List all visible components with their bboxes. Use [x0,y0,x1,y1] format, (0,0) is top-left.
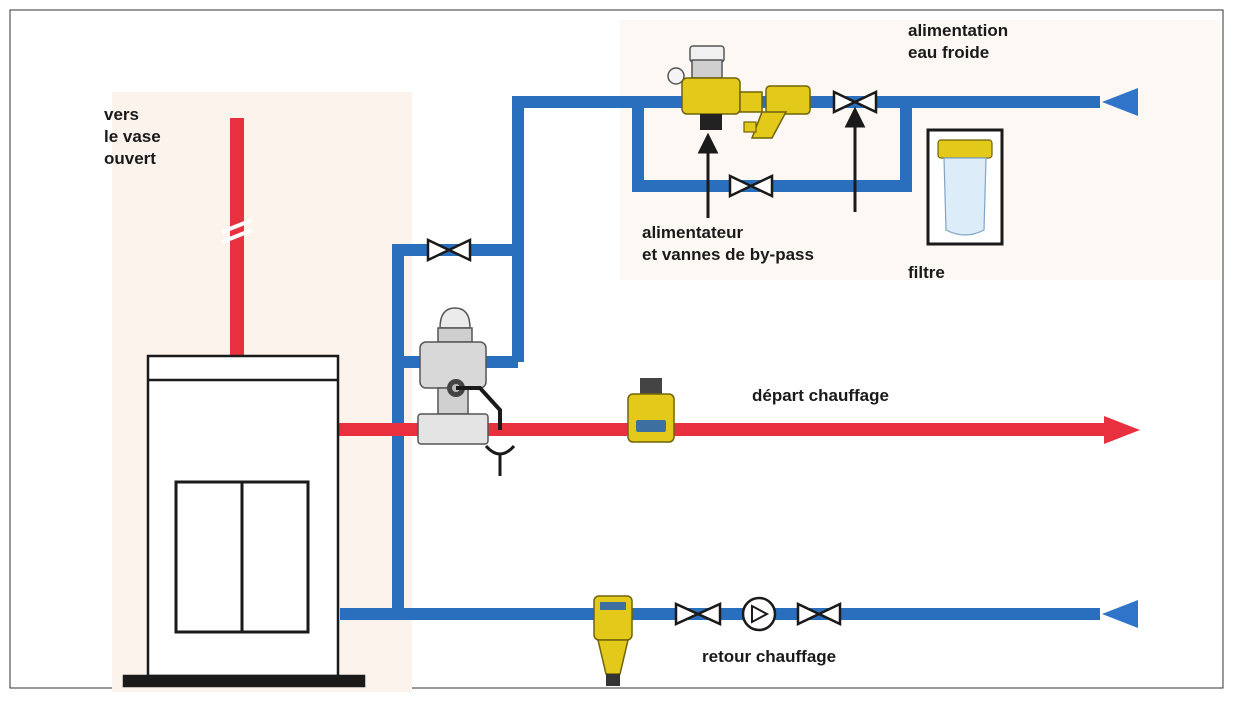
pipe-break-mark [221,218,253,244]
air-separator [627,378,675,443]
pump-icon [741,596,777,632]
alimentateur-label: alimentateur et vannes de by-pass [642,222,814,266]
alimentation-label-line-1: alimentation [908,21,1009,40]
retour-label: retour chauffage [702,647,837,666]
valves [426,90,878,626]
vase-label-line-2: le vase [104,127,161,146]
alimentateur-label-line-2: et vannes de by-pass [642,245,814,264]
boiler [122,354,366,688]
supply-valve-symbol [832,90,878,114]
depart-label: départ chauffage [752,386,889,405]
vase-label: vers le vase ouvert [104,104,161,170]
mixing-riser-pipe [392,244,518,614]
filter-icon [926,128,1004,246]
return-arrow [1102,600,1138,628]
dirt-separator [593,595,633,686]
alimentateur-label-line-1: alimentateur [642,223,744,242]
return-valve-2-symbol [796,602,842,626]
flow-arrow [1104,416,1140,444]
mixing-valve [417,307,516,476]
return-valve-1-symbol [674,602,722,626]
bypass-valve-symbol [728,174,774,198]
supply-arrow [1102,88,1138,116]
filling-unit [667,45,811,139]
vase-label-line-3: ouvert [104,149,156,168]
alimentation-label-line-2: eau froide [908,43,990,62]
filtre-label: filtre [908,263,945,282]
alimentation-label: alimentation eau froide [908,20,1008,64]
vase-label-line-1: vers [104,105,139,124]
mixing-valve-symbol [426,238,472,262]
pointer-arrows [697,106,866,218]
flow-pipe [338,423,1108,436]
